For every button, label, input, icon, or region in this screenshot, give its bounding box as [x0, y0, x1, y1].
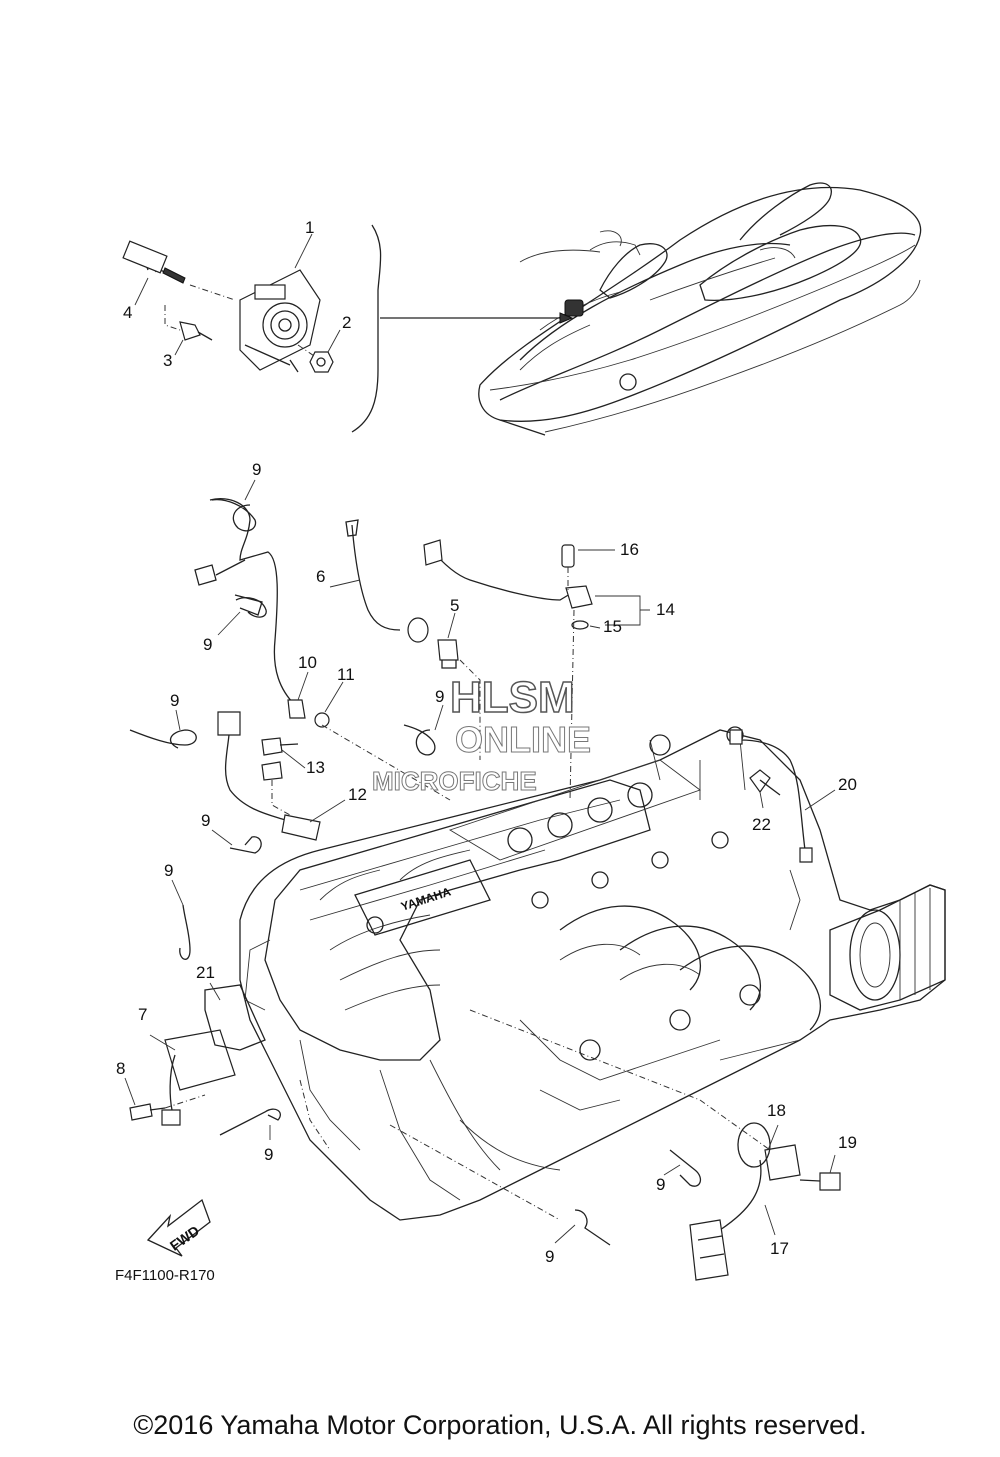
- fwd-arrow: FWD: [146, 1198, 211, 1257]
- callout-9d: 9: [435, 687, 444, 706]
- callout-22: 22: [752, 815, 771, 834]
- callout-9f: 9: [164, 861, 173, 880]
- engine-block: YAMAHA: [239, 726, 946, 1221]
- svg-text:YAMAHA: YAMAHA: [399, 884, 453, 913]
- copyright-notice: ©2016 Yamaha Motor Corporation, U.S.A. A…: [133, 1410, 867, 1440]
- callout-9b: 9: [203, 635, 212, 654]
- callout-8: 8: [116, 1059, 125, 1078]
- callout-9c: 9: [170, 691, 179, 710]
- callout-15: 15: [603, 617, 622, 636]
- callout-9i: 9: [656, 1175, 665, 1194]
- callout-7: 7: [138, 1005, 147, 1024]
- tie-wraps: [129, 479, 702, 1246]
- callout-9h: 9: [545, 1247, 554, 1266]
- callout-10: 10: [298, 653, 317, 672]
- callout-labels: 1 2 3 4 5 6 7 8 9 9 9 9 9 9 9 9 9 10 11 …: [116, 218, 857, 1266]
- watercraft-illustration: [478, 182, 922, 436]
- callout-20: 20: [838, 775, 857, 794]
- callout-21: 21: [196, 963, 215, 982]
- sensor-parts: [129, 498, 841, 1281]
- callout-17: 17: [770, 1239, 789, 1258]
- fwd-label: FWD: [167, 1222, 202, 1253]
- callout-12: 12: [348, 785, 367, 804]
- callout-18: 18: [767, 1101, 786, 1120]
- locator-bracket: [351, 224, 574, 433]
- watermark-line2: ONLINE: [455, 719, 591, 760]
- callout-9a: 9: [252, 460, 261, 479]
- callout-2: 2: [342, 313, 351, 332]
- watermark: HLSM ONLINE MICROFICHE: [372, 672, 592, 796]
- callout-19: 19: [838, 1133, 857, 1152]
- callout-3: 3: [163, 351, 172, 370]
- callout-13: 13: [306, 758, 325, 777]
- watermark-line1: HLSM: [450, 673, 575, 722]
- callout-11: 11: [337, 665, 355, 684]
- callout-5: 5: [450, 596, 459, 615]
- callout-6: 6: [316, 567, 325, 586]
- callout-9e: 9: [201, 811, 210, 830]
- callout-14: 14: [656, 600, 675, 619]
- callout-4: 4: [123, 303, 132, 322]
- leader-lines: [124, 549, 836, 1236]
- callout-1: 1: [305, 218, 314, 237]
- throttle-assembly-group: [122, 233, 341, 373]
- callout-9g: 9: [264, 1145, 273, 1164]
- callout-16: 16: [620, 540, 639, 559]
- watermark-line3: MICROFICHE: [372, 766, 537, 796]
- figure-code: F4F1100-R170: [115, 1267, 215, 1284]
